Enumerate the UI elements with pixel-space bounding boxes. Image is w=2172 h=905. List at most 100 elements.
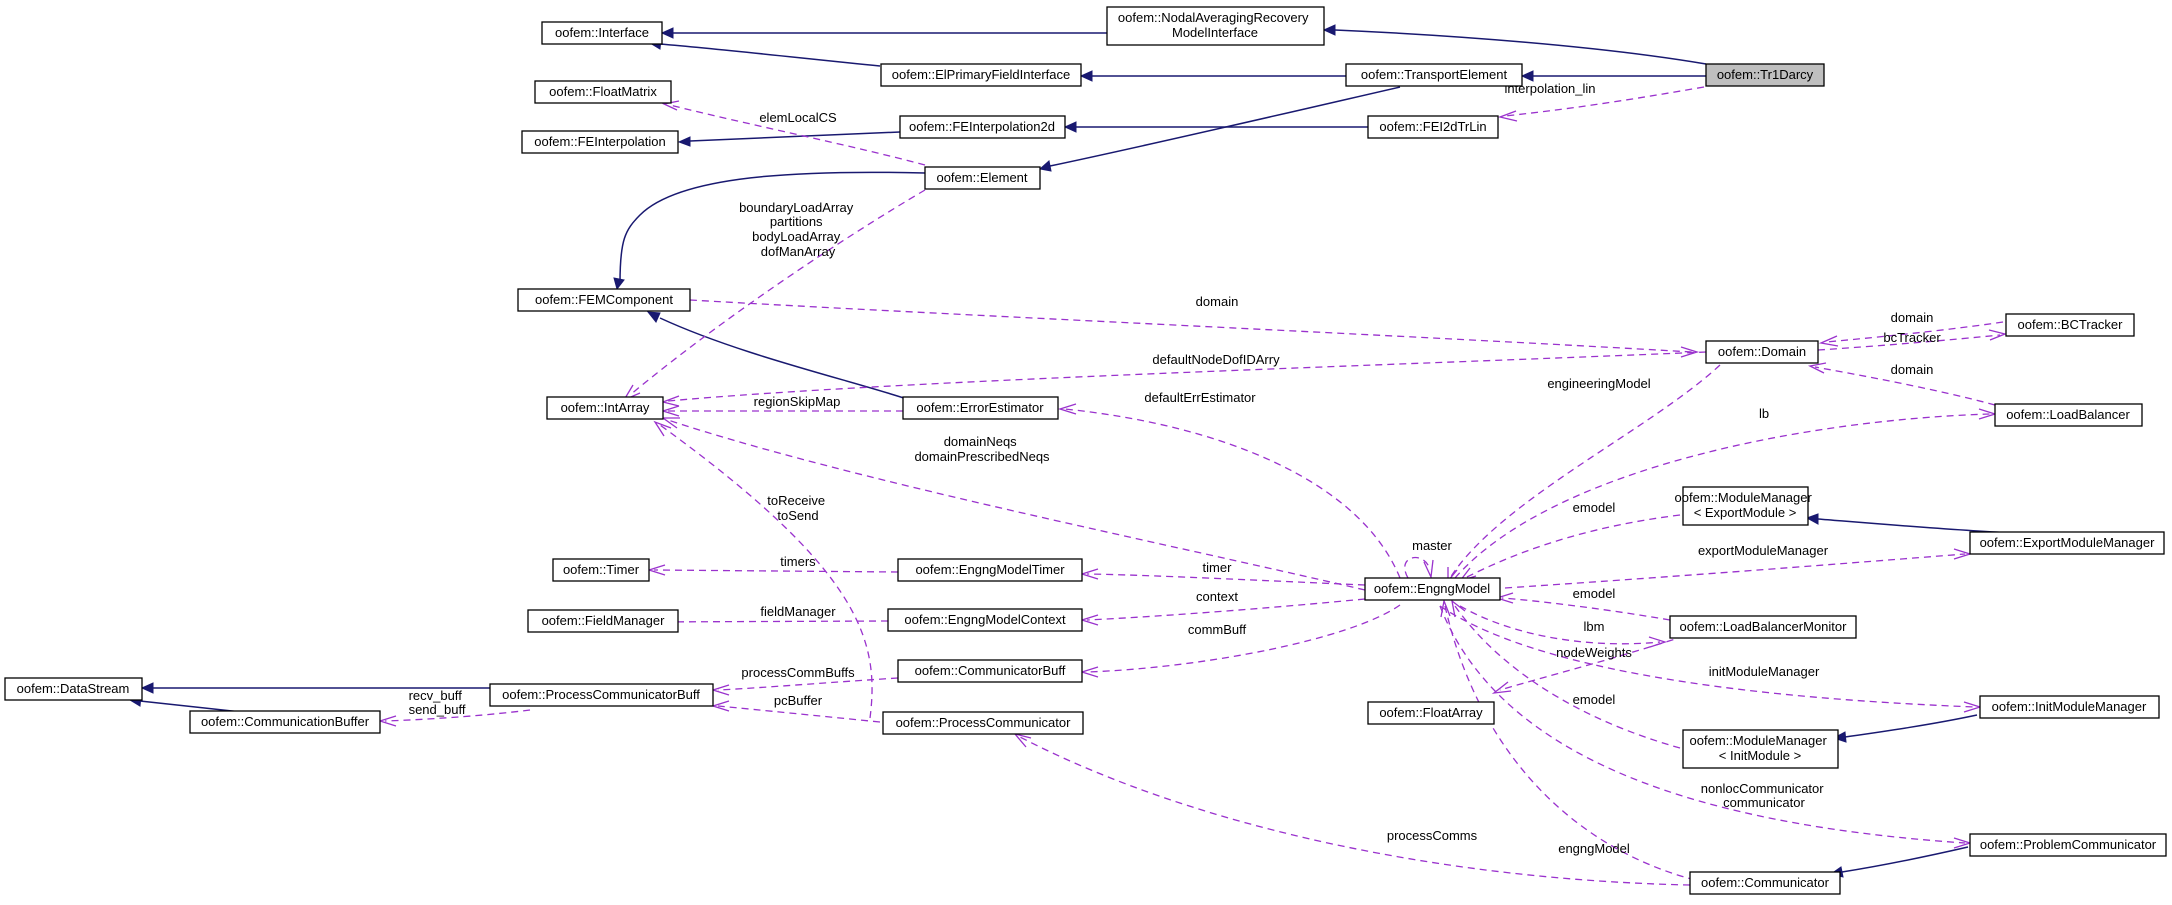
edge-interpolation-lin bbox=[1504, 86, 1705, 117]
node-label: oofem::Communicator bbox=[1701, 875, 1830, 890]
edge-engineeringmodel bbox=[1449, 364, 1721, 579]
node-module-manager-export[interactable]: oofem::ModuleManager < ExportModule > bbox=[1675, 486, 1816, 526]
label-comm-buff: commBuff bbox=[1188, 622, 1247, 637]
arrowhead-assoc bbox=[1057, 403, 1077, 415]
edge-domainneqs bbox=[667, 419, 1366, 591]
node-fe-interpolation[interactable]: oofem::FEInterpolation bbox=[521, 130, 679, 154]
node-engng-model-context[interactable]: oofem::EngngModelContext bbox=[887, 608, 1083, 632]
label-line: recv_buff bbox=[409, 688, 463, 703]
edge-tr1darcy-to-nodal bbox=[1334, 29, 1707, 65]
label-domain: domain bbox=[1196, 294, 1239, 309]
node-label: oofem::TransportElement bbox=[1361, 67, 1508, 82]
arrowhead-inherit bbox=[613, 277, 625, 291]
edge-emodel-lbm bbox=[1501, 597, 1671, 621]
node-domain[interactable]: oofem::Domain bbox=[1705, 340, 1819, 364]
arrowhead-inherit bbox=[1322, 24, 1336, 36]
node-communicator[interactable]: oofem::Communicator bbox=[1689, 871, 1841, 895]
label-line: bodyLoadArray bbox=[752, 229, 841, 244]
node-label: oofem::FloatMatrix bbox=[549, 84, 657, 99]
label-engng-model: engngModel bbox=[1558, 841, 1630, 856]
node-element[interactable]: oofem::Element bbox=[924, 166, 1041, 190]
node-float-matrix[interactable]: oofem::FloatMatrix bbox=[534, 80, 672, 104]
label-recv-send-buff: recv_buff send_buff bbox=[409, 688, 466, 717]
node-label: oofem::Interface bbox=[555, 25, 649, 40]
label-line: toSend bbox=[777, 508, 818, 523]
node-data-stream[interactable]: oofem::DataStream bbox=[4, 677, 143, 701]
edge-mmexport-to-exportmm bbox=[1817, 518, 2014, 534]
arrowhead-inherit bbox=[1079, 70, 1093, 82]
node-label: oofem::Domain bbox=[1718, 344, 1806, 359]
node-tr1darcy[interactable]: oofem::Tr1Darcy bbox=[1705, 63, 1825, 87]
node-label: oofem::NodalAveragingRecovery ModelInter… bbox=[1118, 10, 1312, 40]
node-field-manager[interactable]: oofem::FieldManager bbox=[527, 609, 679, 633]
node-export-module-manager[interactable]: oofem::ExportModuleManager bbox=[1969, 531, 2165, 555]
arrowhead-assoc bbox=[1988, 329, 2008, 341]
arrowhead-assoc bbox=[1013, 732, 1032, 748]
node-label-line: oofem::NodalAveragingRecovery bbox=[1118, 10, 1309, 25]
label-default-node-dof: defaultNodeDofIDArry bbox=[1152, 352, 1280, 367]
node-interface[interactable]: oofem::Interface bbox=[541, 21, 663, 45]
node-init-module-manager[interactable]: oofem::InitModuleManager bbox=[1979, 695, 2160, 719]
node-nodal-averaging-recovery[interactable]: oofem::NodalAveragingRecovery ModelInter… bbox=[1106, 6, 1325, 46]
arrowhead-assoc bbox=[1491, 681, 1512, 694]
arrowhead-inherit bbox=[1832, 731, 1847, 743]
arrowhead-assoc bbox=[1423, 559, 1434, 580]
node-engng-model[interactable]: oofem::EngngModel bbox=[1364, 577, 1501, 601]
node-el-primary-field-interface[interactable]: oofem::ElPrimaryFieldInterface bbox=[880, 63, 1082, 87]
node-label: oofem::FEInterpolation bbox=[534, 134, 666, 149]
node-transport-element[interactable]: oofem::TransportElement bbox=[1345, 63, 1523, 87]
node-label: oofem::Timer bbox=[563, 562, 640, 577]
label-interpolation-lin: interpolation_lin bbox=[1504, 81, 1595, 96]
node-bc-tracker[interactable]: oofem::BCTracker bbox=[2005, 313, 2135, 337]
node-communicator-buff[interactable]: oofem::CommunicatorBuff bbox=[897, 659, 1083, 683]
label-domain-lb: domain bbox=[1891, 362, 1934, 377]
node-module-manager-init[interactable]: oofem::ModuleManager < InitModule > bbox=[1682, 729, 1839, 769]
label-domain-neqs: domainNeqs domainPrescribedNeqs bbox=[914, 434, 1050, 464]
edge-engngmodel bbox=[1444, 605, 1696, 881]
node-int-array[interactable]: oofem::IntArray bbox=[546, 396, 664, 420]
edge-context bbox=[1086, 598, 1366, 621]
node-fei2d-tr-lin[interactable]: oofem::FEI2dTrLin bbox=[1367, 115, 1499, 139]
edge-feinterp2d-to-feinterp bbox=[689, 131, 901, 142]
arrowhead-assoc bbox=[1451, 599, 1466, 618]
edge-master bbox=[1404, 556, 1431, 579]
edge-element-to-transport bbox=[1049, 86, 1401, 167]
arrowhead-inherit bbox=[140, 682, 154, 694]
label-line: dofManArray bbox=[761, 244, 836, 259]
label-line: toReceive bbox=[767, 493, 825, 508]
node-process-communicator[interactable]: oofem::ProcessCommunicator bbox=[882, 711, 1084, 735]
node-process-communicator-buff[interactable]: oofem::ProcessCommunicatorBuff bbox=[489, 683, 714, 707]
node-timer[interactable]: oofem::Timer bbox=[552, 558, 650, 582]
node-label: oofem::ProcessCommunicator bbox=[896, 715, 1072, 730]
node-label: oofem::ModuleManager < ExportModule > bbox=[1675, 490, 1816, 520]
label-domain-bc: domain bbox=[1891, 310, 1934, 325]
node-fem-component[interactable]: oofem::FEMComponent bbox=[517, 288, 691, 312]
arrowhead-inherit bbox=[646, 311, 661, 323]
node-label-line: oofem::ModuleManager bbox=[1690, 733, 1828, 748]
node-communication-buffer[interactable]: oofem::CommunicationBuffer bbox=[189, 710, 381, 734]
label-timers: timers bbox=[780, 554, 816, 569]
node-load-balancer[interactable]: oofem::LoadBalancer bbox=[1994, 403, 2143, 427]
node-label: oofem::CommunicatorBuff bbox=[915, 663, 1066, 678]
node-engng-model-timer[interactable]: oofem::EngngModelTimer bbox=[897, 558, 1083, 582]
nodes: oofem::Interface oofem::NodalAveragingRe… bbox=[4, 6, 2167, 895]
label-process-comm-buffs: processCommBuffs bbox=[741, 665, 855, 680]
node-problem-communicator[interactable]: oofem::ProblemCommunicator bbox=[1969, 833, 2167, 857]
node-float-array[interactable]: oofem::FloatArray bbox=[1367, 701, 1495, 725]
label-process-comms: processComms bbox=[1387, 828, 1478, 843]
node-fe-interpolation2d[interactable]: oofem::FEInterpolation2d bbox=[899, 115, 1066, 139]
label-line: nonlocCommunicator bbox=[1701, 781, 1825, 796]
node-load-balancer-monitor[interactable]: oofem::LoadBalancerMonitor bbox=[1669, 615, 1857, 639]
edge-lb bbox=[1454, 413, 1991, 579]
edge-domain-lb bbox=[1814, 366, 1996, 406]
node-error-estimator[interactable]: oofem::ErrorEstimator bbox=[902, 396, 1059, 420]
label-engineering-model: engineeringModel bbox=[1547, 376, 1650, 391]
node-label: oofem::FieldManager bbox=[542, 613, 666, 628]
label-nonloc-comm: nonlocCommunicator communicator bbox=[1701, 781, 1827, 810]
label-line: send_buff bbox=[409, 702, 466, 717]
edge-elprimary-to-interface bbox=[659, 43, 881, 67]
node-label: oofem::FEMComponent bbox=[535, 292, 673, 307]
edge-initmodulemanager bbox=[1439, 605, 1976, 708]
label-lbm: lbm bbox=[1584, 619, 1605, 634]
node-label: oofem::CommunicationBuffer bbox=[201, 714, 370, 729]
